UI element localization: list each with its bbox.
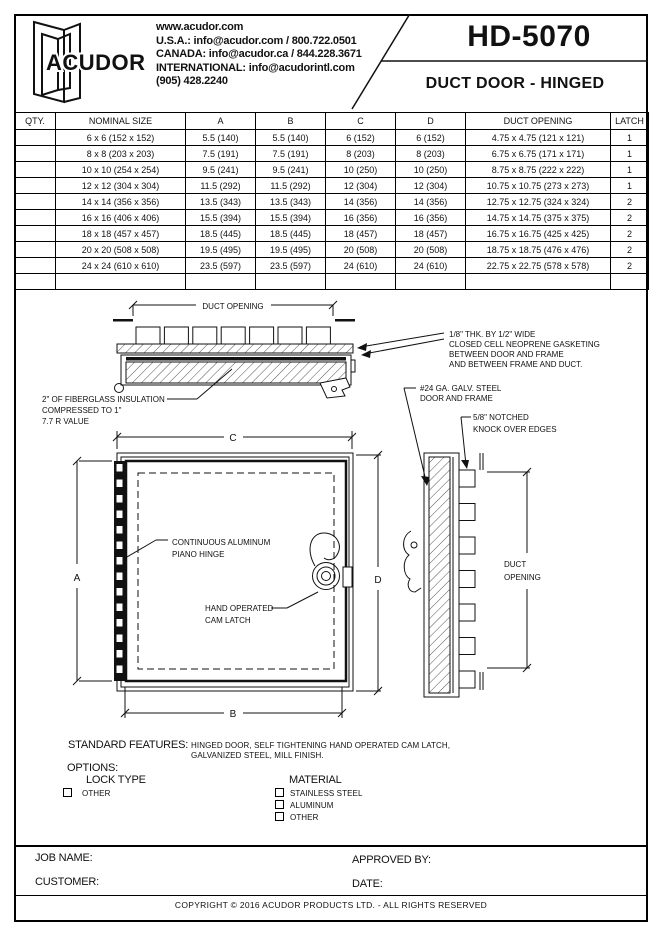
svg-text:#24 GA. GALV. STEEL: #24 GA. GALV. STEEL <box>420 384 502 393</box>
table-row <box>14 273 649 290</box>
piano-hinge-strip <box>114 461 125 681</box>
top-duct-opening-dim-label: DUCT OPENING <box>202 302 263 311</box>
cam-latch-section <box>319 377 351 399</box>
svg-text:CAM LATCH: CAM LATCH <box>205 616 251 625</box>
duct-opening-dashed <box>137 472 335 670</box>
customer-label: CUSTOMER: <box>35 876 100 888</box>
acudor-logo: ACUDOR <box>33 20 147 104</box>
standard-features-line2: GALVANIZED STEEL, MILL FINISH. <box>191 751 324 760</box>
svg-text:AND BETWEEN FRAME AND DUCT.: AND BETWEEN FRAME AND DUCT. <box>449 360 582 369</box>
section-view-top <box>113 300 356 399</box>
logo-door-leaf-inner <box>57 32 71 91</box>
table-cell: 2 <box>610 225 649 242</box>
svg-text:KNOCK OVER EDGES: KNOCK OVER EDGES <box>473 425 557 434</box>
standard-features-label: STANDARD FEATURES: <box>68 739 189 751</box>
svg-text:7.7 R VALUE: 7.7 R VALUE <box>42 417 89 426</box>
job-name-label: JOB NAME: <box>35 852 93 864</box>
approved-by-label: APPROVED BY: <box>352 854 431 866</box>
contact-block: www.acudor.com U.S.A.: info@acudor.com /… <box>156 21 362 89</box>
phone: (905) 428.2240 <box>156 75 228 87</box>
lock-other-label: OTHER <box>82 789 111 798</box>
usa-contact: U.S.A.: info@acudor.com / 800.722.0501 <box>156 34 357 47</box>
gasket-note: 1/8" THK. BY 1/2" WIDE CLOSED CELL NEOPR… <box>449 330 600 369</box>
side-view <box>403 452 532 698</box>
svg-text:CLOSED CELL NEOPRENE GASKETING: CLOSED CELL NEOPRENE GASKETING <box>449 340 600 349</box>
header-divider <box>351 14 648 110</box>
knock-leader <box>460 416 471 469</box>
latch-note: HAND OPERATED CAM LATCH <box>205 604 274 625</box>
hinge-note: CONTINUOUS ALUMINUM PIANO HINGE <box>172 538 271 559</box>
lock-type-label: LOCK TYPE <box>86 774 146 786</box>
material-aluminum-label: ALUMINUM <box>290 801 334 810</box>
logo-text: ACUDOR <box>46 50 146 75</box>
svg-text:PIANO HINGE: PIANO HINGE <box>172 550 224 559</box>
svg-text:5/8" NOTCHED: 5/8" NOTCHED <box>473 413 529 422</box>
dim-a-label: A <box>74 573 81 584</box>
table-body: 6 x 6 (152 x 152)5.5 (140)5.5 (140)6 (15… <box>14 129 649 290</box>
svg-text:COMPRESSED TO 1": COMPRESSED TO 1" <box>42 406 122 415</box>
website: www.acudor.com <box>156 21 244 33</box>
gasket-leader <box>357 332 445 358</box>
svg-text:1/8" THK. BY 1/2" WIDE: 1/8" THK. BY 1/2" WIDE <box>449 330 535 339</box>
model-number: HD-5070 <box>467 20 591 53</box>
knock-note: 5/8" NOTCHED KNOCK OVER EDGES <box>473 413 557 434</box>
material-stainless-checkbox[interactable] <box>275 788 284 797</box>
table-row: 16 x 16 (406 x 406)15.5 (394)15.5 (394)1… <box>14 209 649 226</box>
side-duct-opening-label: DUCT OPENING <box>504 560 541 582</box>
canada-contact: CANADA: info@acudor.ca / 844.228.3671 <box>156 48 362 60</box>
page-border <box>14 14 648 922</box>
svg-text:HAND OPERATED: HAND OPERATED <box>205 604 274 613</box>
material-stainless-label: STAINLESS STEEL <box>290 789 363 798</box>
table-cell <box>610 273 649 290</box>
hinge-knuckle <box>114 383 124 393</box>
svg-text:2" OF FIBERGLASS INSULATION: 2" OF FIBERGLASS INSULATION <box>42 395 165 404</box>
product-title: DUCT DOOR - HINGED <box>425 75 605 92</box>
svg-text:CONTINUOUS ALUMINUM: CONTINUOUS ALUMINUM <box>172 538 271 547</box>
dim-d-label: D <box>374 575 381 586</box>
table-row: 12 x 12 (304 x 304)11.5 (292)11.5 (292)1… <box>14 177 649 194</box>
international-contact: INTERNATIONAL: info@acudorintl.com <box>156 61 355 74</box>
copyright-text: COPYRIGHT © 2016 ACUDOR PRODUCTS LTD. - … <box>174 900 488 910</box>
knock-over-tabs-top <box>135 326 331 345</box>
dim-b-label: B <box>230 709 237 720</box>
material-other-label: OTHER <box>290 813 319 822</box>
knock-over-tabs-side <box>458 469 476 689</box>
options-label: OPTIONS: <box>67 762 118 774</box>
material-label: MATERIAL <box>289 774 342 786</box>
material-aluminum-checkbox[interactable] <box>275 800 284 809</box>
dim-c-label: C <box>229 433 236 444</box>
material-other-checkbox[interactable] <box>275 812 284 821</box>
insulation-note: 2" OF FIBERGLASS INSULATION COMPRESSED T… <box>42 395 165 426</box>
svg-text:OPENING: OPENING <box>504 573 541 582</box>
logo-door-leaf <box>63 22 81 103</box>
cam-latch-side <box>403 530 422 593</box>
front-view <box>72 431 383 718</box>
footer-divider-top <box>14 845 648 847</box>
lock-other-checkbox[interactable] <box>63 788 72 797</box>
steel-note: #24 GA. GALV. STEEL DOOR AND FRAME <box>420 384 502 403</box>
svg-text:DOOR AND FRAME: DOOR AND FRAME <box>420 394 493 403</box>
footer-divider-bottom <box>14 895 648 896</box>
standard-features-line1: HINGED DOOR, SELF TIGHTENING HAND OPERAT… <box>191 741 451 750</box>
insulation-leader <box>167 368 233 400</box>
cam-latch-front <box>309 532 353 590</box>
table-row: 14 x 14 (356 x 356)13.5 (343)13.5 (343)1… <box>14 193 649 210</box>
date-label: DATE: <box>352 878 383 890</box>
svg-text:DUCT: DUCT <box>504 560 526 569</box>
steel-leader <box>403 387 430 486</box>
svg-text:BETWEEN DOOR AND FRAME: BETWEEN DOOR AND FRAME <box>449 350 564 359</box>
